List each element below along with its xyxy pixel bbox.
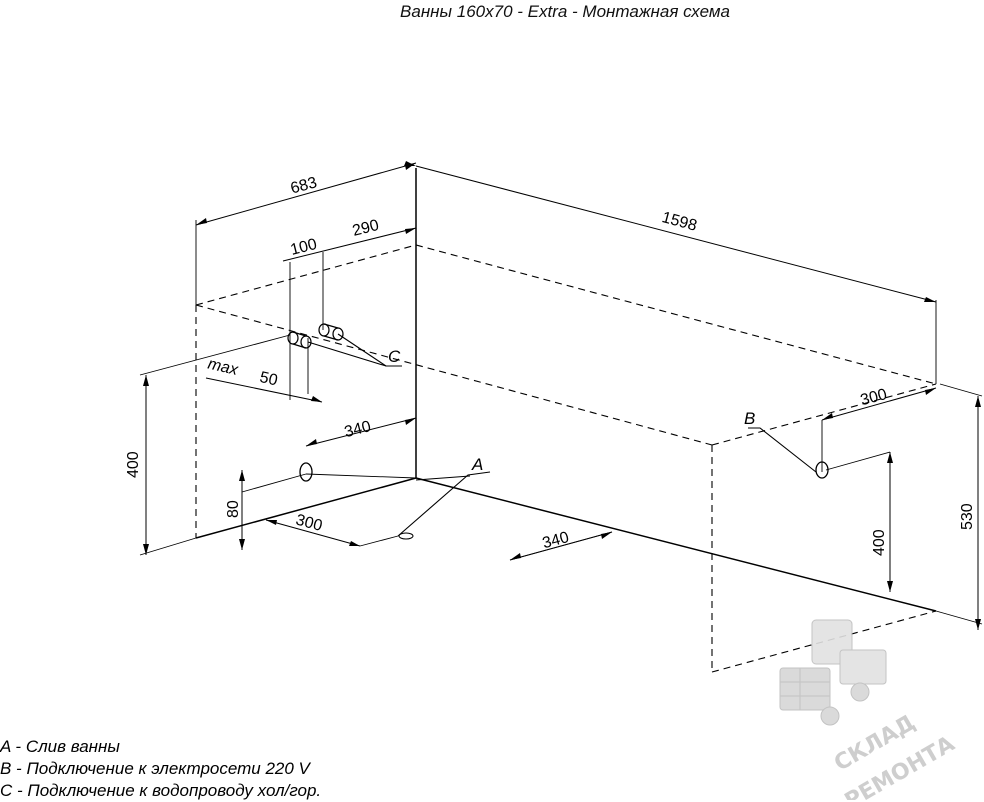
- hidden-edges: [195, 244, 937, 673]
- water-pipes: [287, 323, 344, 349]
- point-c-label: C: [388, 347, 401, 366]
- dimension-lines: [145, 162, 979, 630]
- dim-400-right-label: 400: [871, 529, 888, 556]
- point-b-label: B: [744, 409, 755, 428]
- dim-300-bottom-label: 300: [294, 512, 324, 535]
- dim-340-top-label: 340: [343, 418, 373, 441]
- leader-lines: [307, 333, 817, 537]
- dim-290-label: 290: [351, 217, 381, 240]
- dim-80-label: 80: [225, 500, 242, 518]
- legend: A - Слив ванны B - Подключение к электро…: [0, 736, 321, 802]
- dim-300-right-label: 300: [859, 386, 889, 409]
- dim-100-label: 100: [289, 236, 319, 259]
- drain-outlet: [398, 532, 414, 540]
- arrowheads: [143, 161, 981, 630]
- dim-683-label: 683: [289, 174, 319, 197]
- legend-item-c: C - Подключение к водопроводу хол/гор.: [0, 781, 322, 800]
- solid-edges: [195, 168, 937, 612]
- dim-max-label: max: [206, 356, 240, 380]
- side-drain-hole: [299, 462, 313, 482]
- legend-item-b: B - Подключение к электросети 220 V: [0, 759, 310, 778]
- dim-400-left-label: 400: [125, 451, 142, 478]
- dim-340-bottom-label: 340: [541, 529, 571, 552]
- dim-530-label: 530: [959, 503, 976, 530]
- electric-outlet: [815, 461, 829, 479]
- legend-item-a: A - Слив ванны: [0, 737, 120, 756]
- point-a-label: A: [471, 455, 483, 474]
- dim-50-label: 50: [258, 369, 279, 390]
- watermark-logo: СКЛАД РЕМОНТА: [779, 619, 959, 800]
- diagram-title: Ванны 160x70 - Extra - Монтажная схема: [400, 2, 730, 21]
